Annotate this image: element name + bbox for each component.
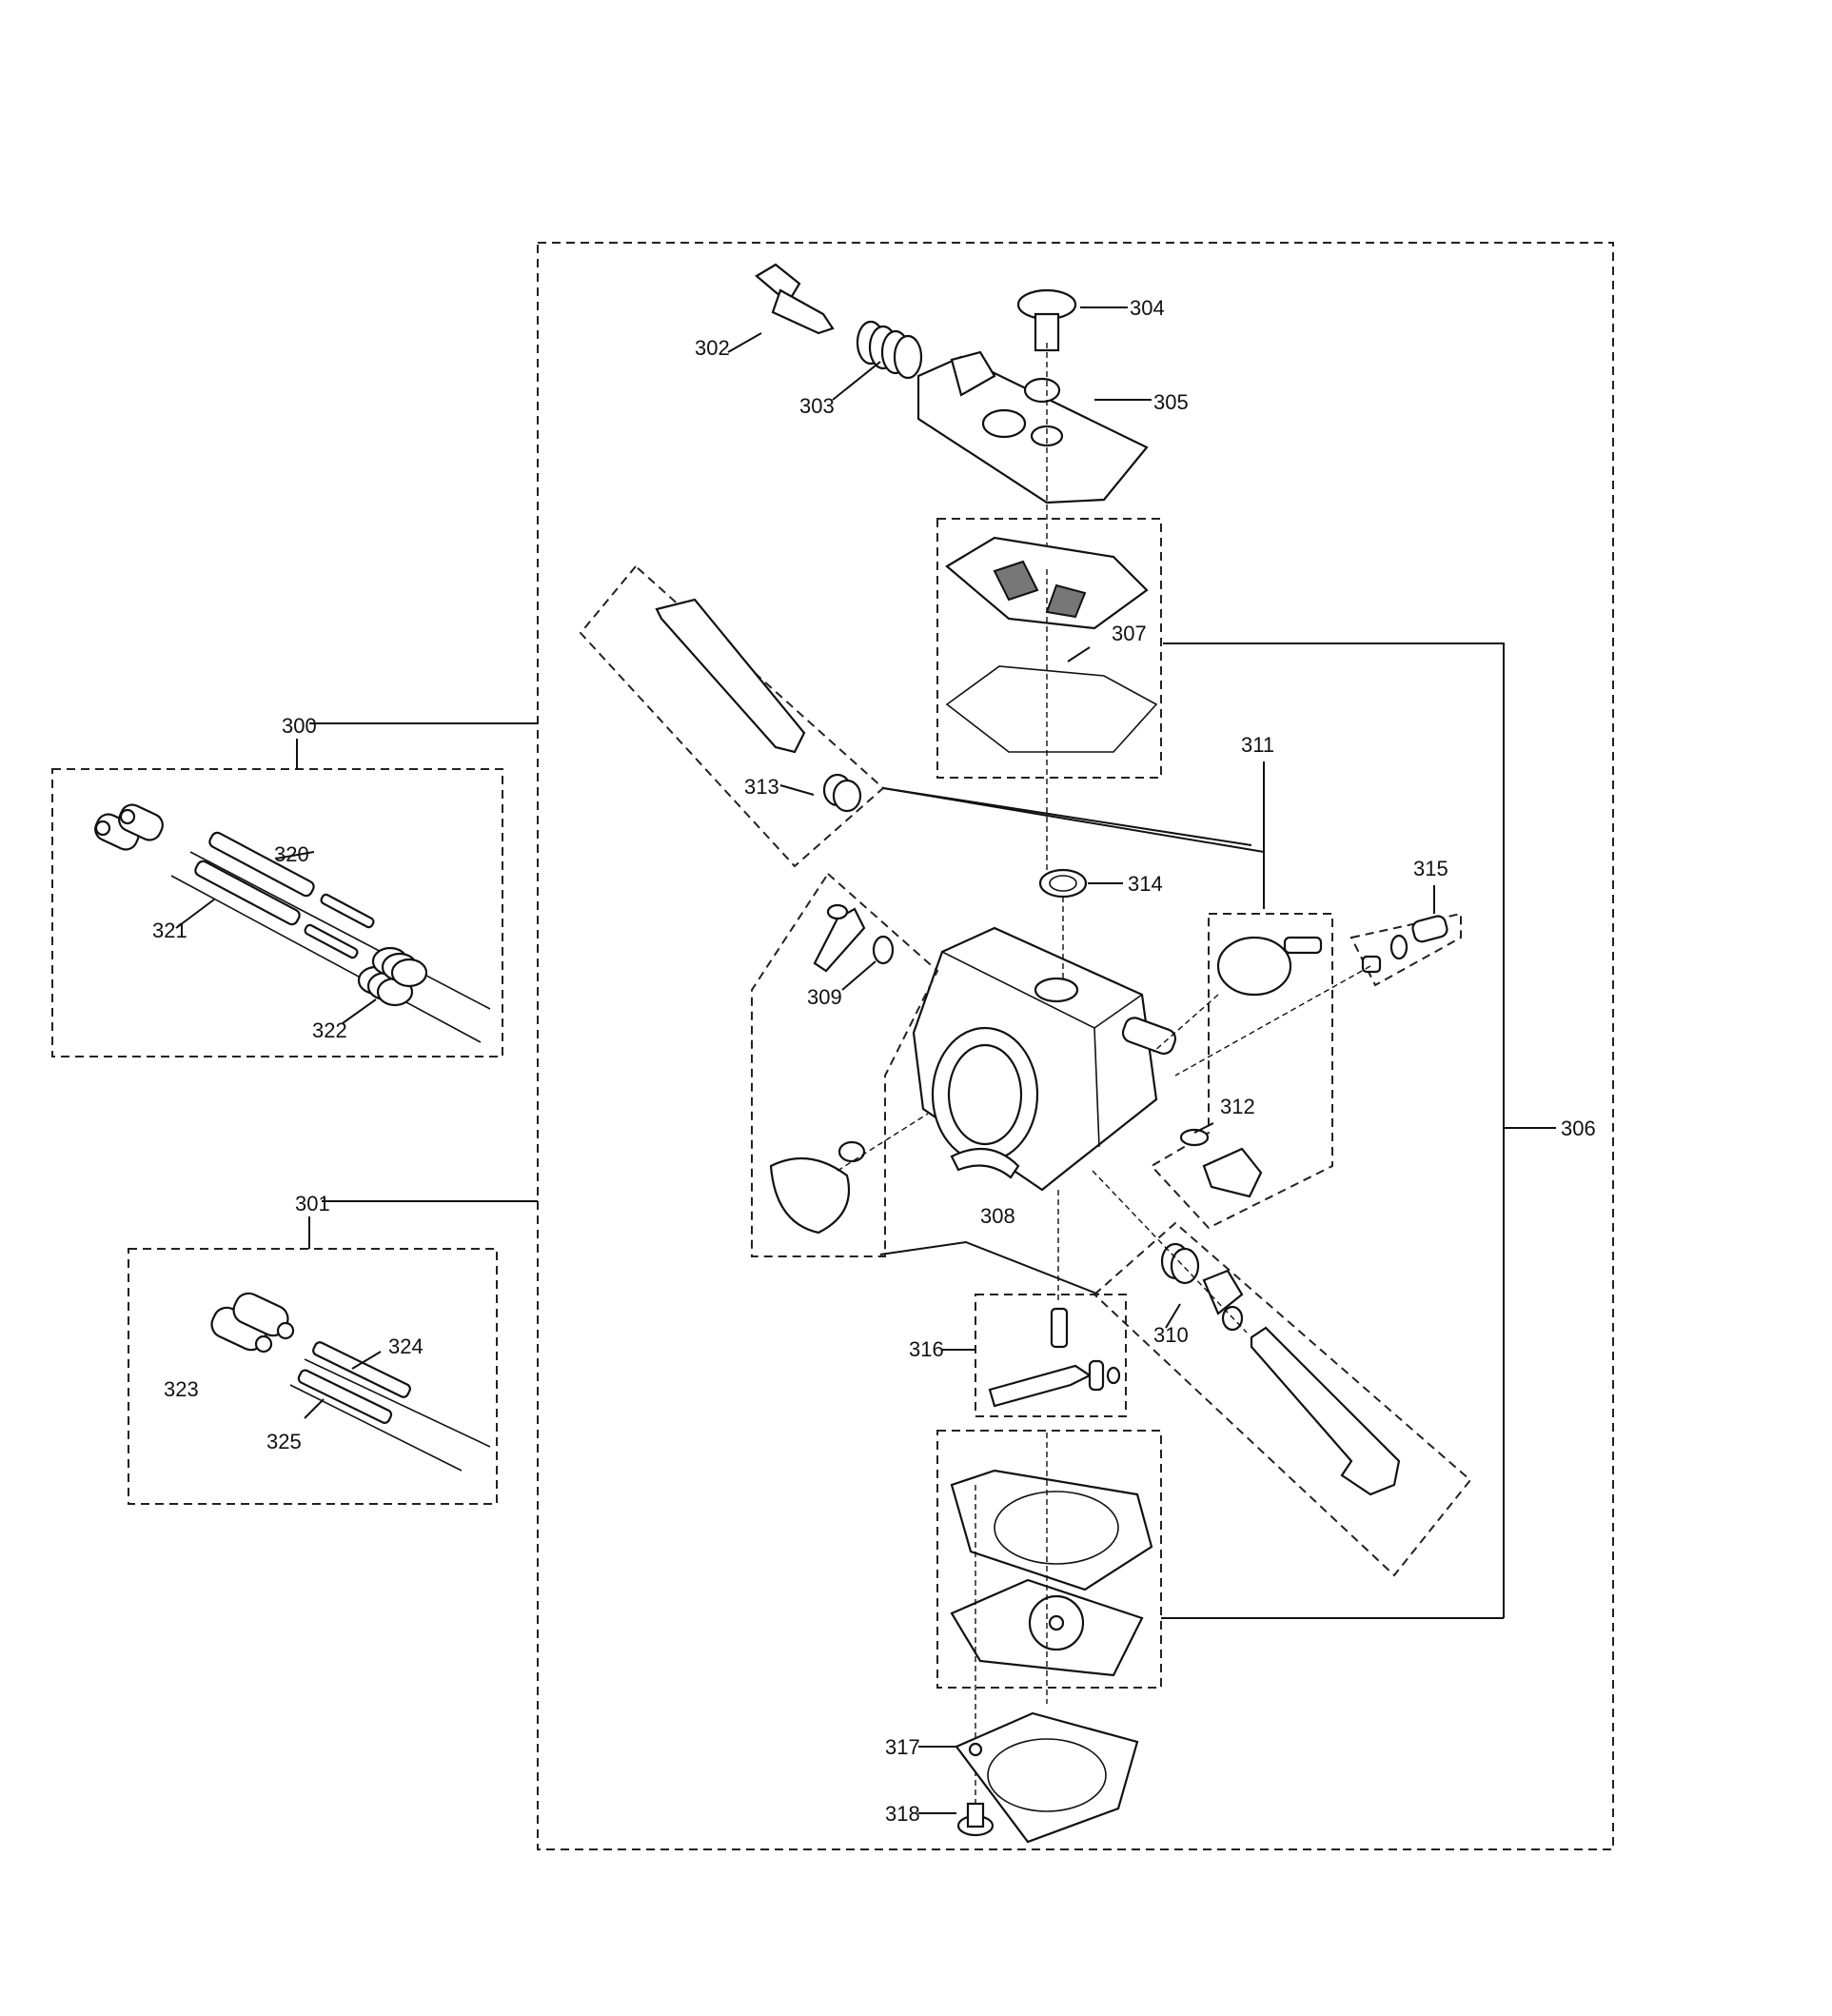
label-304: 304: [1130, 296, 1165, 320]
label-317: 317: [885, 1735, 920, 1759]
choke-shaft-310-group: [1092, 1170, 1472, 1577]
diaphragm-307b: [945, 665, 1158, 753]
label-315: 315: [1413, 857, 1448, 880]
label-300: 300: [282, 714, 317, 738]
needle-springs-322: [357, 946, 428, 1007]
throttle-shaft-313-group: [579, 564, 1252, 868]
carburetor-body: [912, 926, 1177, 1192]
lower-gasket: [950, 1469, 1153, 1591]
choke-plate: [1216, 936, 1292, 997]
screw-302: [755, 263, 835, 335]
limiter-cap-pair-323: [210, 1292, 295, 1354]
main-assembly-frame: [537, 242, 1614, 1850]
label-306: 306: [1561, 1117, 1596, 1140]
label-318: 318: [885, 1802, 920, 1826]
choke-lever-312: [1179, 1128, 1263, 1198]
label-305: 305: [1153, 390, 1189, 414]
screw-318: [956, 1802, 995, 1837]
throttle-spring-313: [822, 773, 862, 813]
label-316: 316: [909, 1337, 944, 1361]
label-311: 311: [1241, 733, 1274, 757]
label-325: 325: [266, 1430, 302, 1453]
leader-308: [879, 1240, 1100, 1295]
kit-300-frame: [51, 768, 503, 1057]
lever-309: [813, 907, 866, 973]
screw-304: [1016, 288, 1077, 352]
label-310: 310: [1153, 1323, 1189, 1347]
throttle-lever-309-group: [751, 872, 939, 1257]
label-321: 321: [152, 919, 187, 942]
adjusting-needle-325: [289, 1369, 463, 1472]
label-308: 308: [980, 1204, 1015, 1228]
kit-301-frame: [128, 1248, 498, 1505]
label-323: 323: [164, 1377, 199, 1401]
bracket-306: [1163, 642, 1505, 1618]
pump-cover-317: [955, 1711, 1139, 1844]
throttle-plate: [769, 1156, 851, 1235]
label-324: 324: [388, 1334, 424, 1358]
adjusting-needle-320: [189, 831, 491, 1010]
cover-plate-305: [916, 350, 1149, 504]
lower-gasket-group: [936, 1430, 1504, 1808]
inlet-fitting-315: [1174, 885, 1462, 1077]
metering-lever: [988, 1364, 1093, 1408]
label-302: 302: [695, 336, 730, 360]
label-307: 307: [1112, 622, 1147, 645]
throttle-shaft: [655, 598, 806, 754]
choke-group-311: [882, 761, 1333, 1230]
label-303: 303: [799, 394, 835, 418]
label-301: 301: [295, 1192, 330, 1216]
fuel-screen-314: [1038, 868, 1123, 980]
top-cover-assembly: [727, 263, 1152, 569]
adjusting-needle-321: [170, 860, 482, 1043]
gasket-diaphragm-307-group: [936, 518, 1162, 876]
kit-300-group: [51, 722, 538, 1057]
label-322: 322: [312, 1018, 347, 1042]
label-309: 309: [807, 985, 842, 1009]
label-314: 314: [1128, 872, 1163, 896]
choke-shaft: [1250, 1326, 1401, 1496]
label-312: 312: [1220, 1095, 1255, 1118]
limiter-cap-pair: [94, 803, 164, 851]
adjusting-needle-324: [304, 1341, 491, 1448]
label-320: 320: [274, 842, 309, 866]
needle-valve-316-group: [942, 1190, 1127, 1417]
label-313: 313: [744, 775, 779, 799]
spring-303: [856, 320, 923, 380]
part-labels: 300 301 302 303 304 305 306 307 308 309 …: [152, 296, 1596, 1826]
kit-301-group: [128, 1200, 538, 1505]
